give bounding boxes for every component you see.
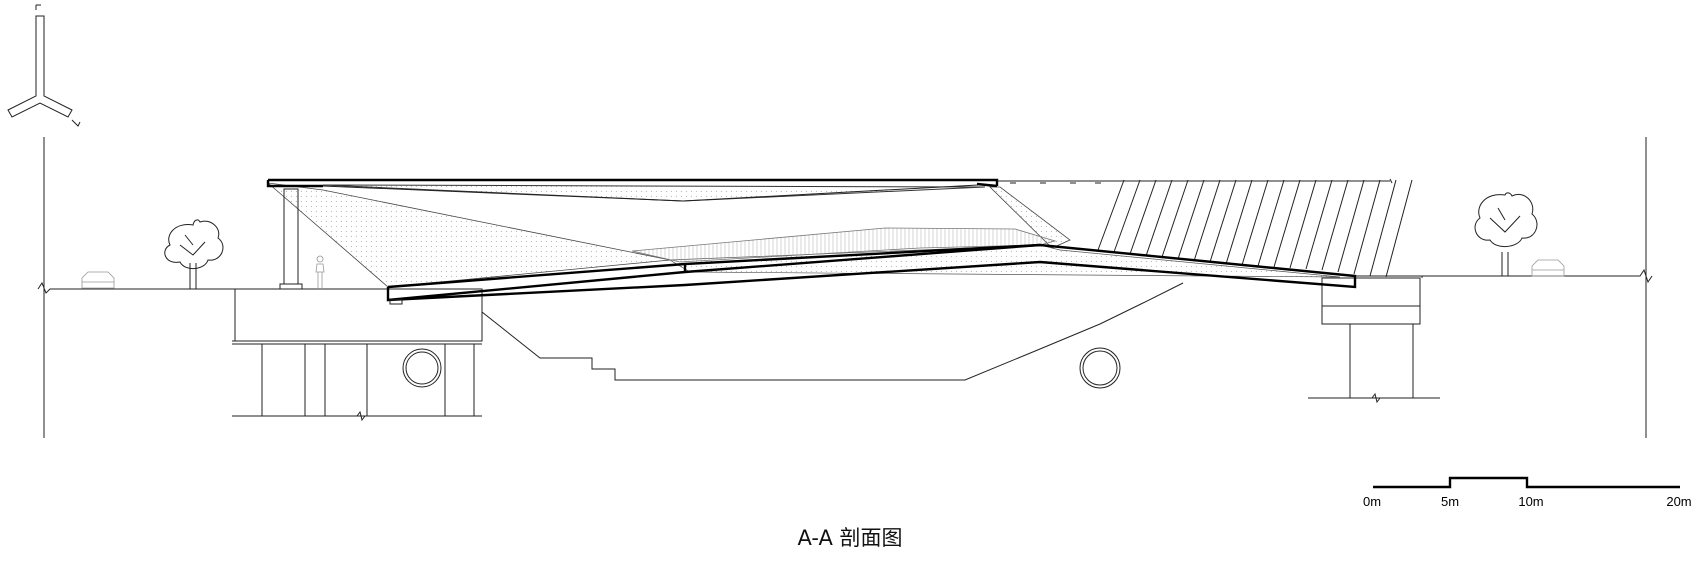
key-plan-icon — [7, 4, 81, 127]
cable-fins — [1097, 179, 1413, 278]
scale-label-10: 10m — [1518, 494, 1543, 509]
tree-left — [164, 219, 224, 289]
upper-girder — [322, 184, 986, 202]
channel-culvert — [1079, 347, 1121, 389]
scale-bar: 0m 5m 10m 20m — [1363, 476, 1692, 509]
main-deck — [386, 243, 1357, 305]
right-approach-slope — [1355, 275, 1423, 278]
left-column — [279, 188, 303, 290]
left-abutment — [232, 288, 483, 422]
scale-label-20: 20m — [1666, 494, 1691, 509]
car-right — [1531, 259, 1565, 277]
scale-label-0: 0m — [1363, 494, 1381, 509]
scale-label-5: 5m — [1441, 494, 1459, 509]
person-figure — [315, 255, 325, 290]
roof-canopy — [266, 178, 1393, 202]
right-pier — [1308, 277, 1440, 404]
drawing-title: A-A 剖面图 — [797, 526, 903, 550]
left-web — [266, 182, 671, 288]
tree-right — [1474, 192, 1538, 276]
river-channel — [481, 282, 1184, 381]
car-left — [81, 271, 115, 289]
middle-railing — [631, 227, 1057, 263]
